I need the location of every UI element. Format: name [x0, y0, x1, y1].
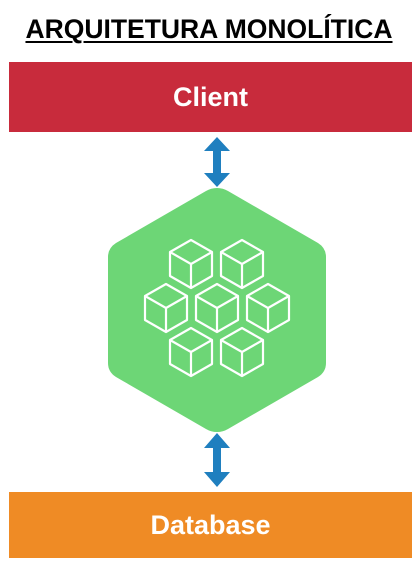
client-label: Client — [172, 81, 248, 112]
database-box: Database — [9, 492, 412, 558]
monolith-core — [106, 186, 328, 434]
client-box: Client — [9, 62, 412, 132]
database-label: Database — [150, 509, 271, 540]
core-database-arrow-icon — [200, 433, 234, 487]
client-core-arrow-icon — [200, 137, 234, 187]
diagram-title: ARQUITETURA MONOLÍTICA — [25, 14, 393, 44]
